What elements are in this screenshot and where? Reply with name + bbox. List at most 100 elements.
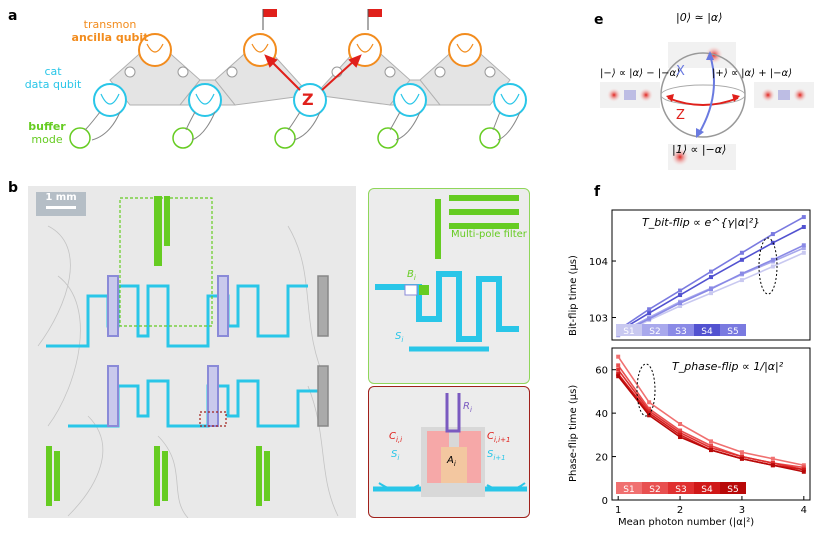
data-point-S5 bbox=[770, 463, 775, 468]
data-point-S3 bbox=[801, 243, 806, 248]
data-point-S1 bbox=[678, 422, 683, 426]
c-right-label: Ci,i+1 bbox=[487, 431, 511, 444]
data-point-S4 bbox=[647, 411, 652, 416]
data-point-S5 bbox=[709, 448, 713, 453]
readout-flags bbox=[263, 9, 382, 17]
multi-pole-filter-label: Multi-pole filter bbox=[451, 229, 527, 240]
cat-label: cat data qubit bbox=[24, 65, 82, 91]
x-tick-label: 3 bbox=[739, 505, 745, 516]
data-point-S2 bbox=[801, 246, 806, 251]
data-point-S5 bbox=[770, 232, 775, 237]
r-label: Ri bbox=[463, 401, 472, 414]
data-point-S5 bbox=[678, 288, 683, 293]
data-point-S2 bbox=[678, 428, 683, 433]
transmon-qubits bbox=[138, 33, 482, 67]
legend-label-S1: S1 bbox=[623, 485, 634, 495]
legend-swatch-S1 bbox=[616, 324, 642, 336]
legend-swatch-S4 bbox=[694, 482, 720, 494]
data-point-S2 bbox=[801, 465, 806, 470]
data-point-S1 bbox=[647, 400, 652, 405]
data-point-S4 bbox=[709, 275, 713, 280]
legend-label-S1: S1 bbox=[623, 327, 634, 337]
bit-flip-ylabel: Bit-flip time (μs) bbox=[568, 255, 579, 336]
data-point-S3 bbox=[739, 454, 744, 459]
x-tick-label: 1 bbox=[615, 505, 621, 516]
cyan-resonators bbox=[46, 284, 318, 428]
chip-layout-svg bbox=[37, 196, 339, 519]
data-point-S1 bbox=[739, 278, 744, 283]
plot-frame bbox=[611, 209, 811, 341]
data-point-S3 bbox=[709, 445, 713, 450]
s-right-label: Si+1 bbox=[487, 449, 506, 462]
data-point-S4 bbox=[616, 372, 621, 377]
data-point-S5 bbox=[647, 307, 652, 312]
panel-label-f: f bbox=[594, 184, 601, 200]
data-point-S5 bbox=[647, 413, 652, 418]
chip-photo: 1 mm bbox=[28, 186, 356, 519]
data-point-S1 bbox=[709, 291, 713, 296]
legend-label-S4: S4 bbox=[701, 485, 713, 495]
data-point-S3 bbox=[770, 257, 775, 262]
data-point-S3 bbox=[770, 461, 775, 466]
state-minus-label: |−⟩ ∝ |α⟩ − |−α⟩ bbox=[600, 68, 680, 79]
data-point-S1 bbox=[801, 463, 806, 468]
legend-swatch-S3 bbox=[668, 324, 694, 336]
phase-flip-ylabel: Phase-flip time (μs) bbox=[568, 384, 579, 482]
data-point-S3 bbox=[678, 430, 683, 435]
legend-label-S3: S3 bbox=[675, 327, 686, 337]
data-point-S4 bbox=[739, 257, 744, 262]
y-tick-label: 104 bbox=[589, 257, 608, 268]
data-point-S4 bbox=[678, 293, 683, 298]
data-point-S1 bbox=[739, 450, 744, 455]
phase-flip-annotation: T_phase-flip ∝ 1/|α|² bbox=[672, 360, 784, 373]
data-point-S5 bbox=[709, 269, 713, 274]
b-label: Bi bbox=[407, 269, 416, 282]
panel-label-a: a bbox=[8, 8, 18, 24]
green-filters bbox=[46, 196, 270, 506]
z-axis-label: Z bbox=[676, 108, 685, 123]
data-point-S3 bbox=[616, 367, 621, 372]
zoom-box-d bbox=[199, 411, 227, 427]
legend-swatch-S4 bbox=[694, 324, 720, 336]
bloch-sphere bbox=[600, 42, 814, 170]
legend-swatch-S2 bbox=[642, 482, 668, 494]
series-line-S4 bbox=[617, 373, 804, 471]
buffer-modes bbox=[69, 127, 501, 149]
bit-flip-ellipse bbox=[758, 237, 778, 295]
legend-label-S2: S2 bbox=[649, 327, 660, 337]
phase-flip-ellipse bbox=[636, 363, 656, 417]
panel-label-b: b bbox=[8, 180, 19, 196]
data-point-S3 bbox=[739, 271, 744, 276]
data-point-S2 bbox=[709, 443, 713, 448]
data-point-S1 bbox=[770, 456, 775, 461]
legend-swatch-S1 bbox=[616, 482, 642, 494]
legend-swatch-S2 bbox=[642, 324, 668, 336]
s-label: Si bbox=[395, 331, 404, 344]
y-tick-label: 0 bbox=[602, 496, 608, 507]
bit-flip-ylabel-wrap: Bit-flip time (μs) bbox=[568, 248, 584, 348]
panel-d-zoom: Ri Ci,i Ci,i+1 Si Si+1 Ai bbox=[368, 386, 530, 518]
data-point-S4 bbox=[801, 225, 806, 230]
scale-bar: 1 mm bbox=[36, 192, 86, 216]
data-point-S1 bbox=[616, 354, 621, 359]
data-point-S5 bbox=[678, 435, 683, 440]
data-point-S3 bbox=[709, 286, 713, 291]
data-point-S4 bbox=[678, 432, 683, 437]
legend-label-S2: S2 bbox=[649, 485, 660, 495]
data-point-S1 bbox=[801, 250, 806, 255]
y-tick-label: 40 bbox=[595, 409, 608, 420]
legend-label-S5: S5 bbox=[727, 485, 738, 495]
panel-c-zoom: Multi-pole filter Bi Si bbox=[368, 188, 530, 384]
cat-qubits bbox=[93, 83, 527, 117]
y-tick-label: 60 bbox=[595, 366, 608, 377]
data-point-S5 bbox=[801, 215, 806, 220]
transmon-label: transmon ancilla qubit bbox=[71, 18, 149, 44]
data-point-S4 bbox=[647, 311, 652, 316]
y-tick-label: 103 bbox=[589, 314, 608, 325]
data-point-S5 bbox=[739, 250, 744, 255]
series-line-S3 bbox=[617, 369, 804, 471]
data-point-S5 bbox=[801, 469, 806, 474]
panel-d-svg bbox=[373, 393, 527, 497]
